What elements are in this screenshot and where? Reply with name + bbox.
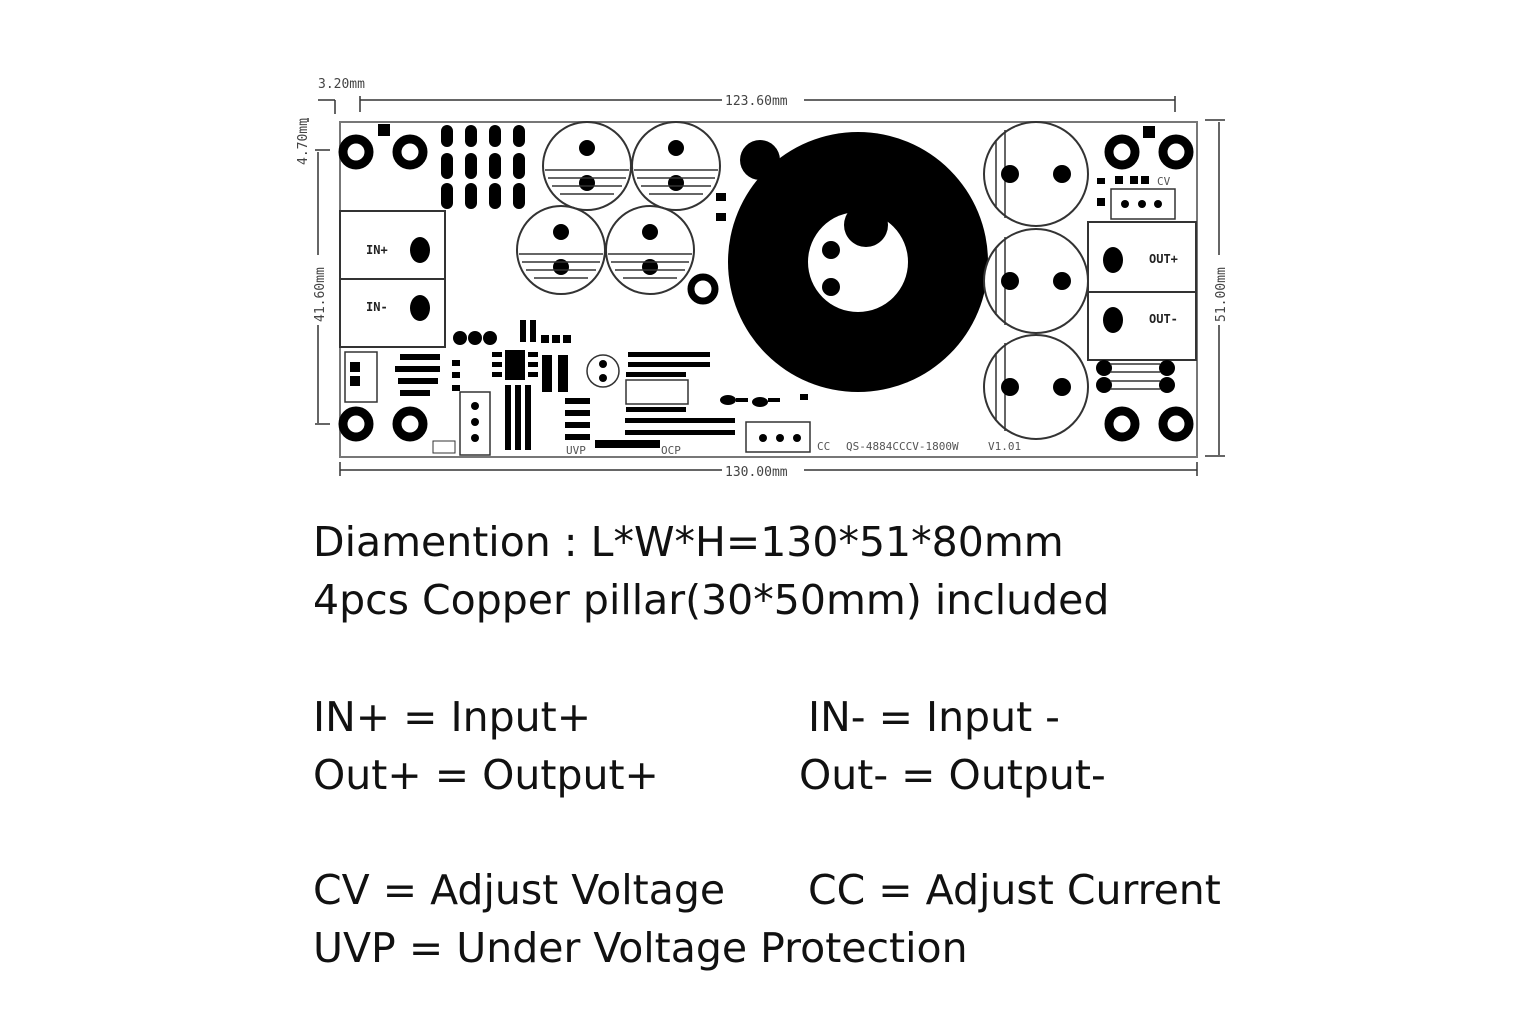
input-terminal xyxy=(339,210,446,348)
pcb-layout-diagram: 3.20mm 123.60mm 130.00mm 4.70mm 41.60mm … xyxy=(296,77,1229,480)
output-capacitors xyxy=(983,121,1089,440)
dim-top-offset: 3.20mm xyxy=(318,77,365,92)
label-cv: CV xyxy=(1157,175,1171,188)
control-circuitry xyxy=(344,320,808,450)
input-capacitors xyxy=(516,121,721,295)
dim-total-width: 51.00mm xyxy=(1214,267,1229,322)
label-out-plus: OUT+ xyxy=(1149,252,1178,266)
out-minus-legend: Out- = Output- xyxy=(799,751,1106,799)
uvp-potentiometer xyxy=(459,391,491,456)
label-in-plus: IN+ xyxy=(366,243,388,257)
cv-potentiometer xyxy=(1097,176,1176,220)
label-cc: CC xyxy=(817,440,830,453)
cc-legend: CC = Adjust Current xyxy=(808,866,1221,914)
output-terminal xyxy=(1087,221,1197,361)
resistor-bank xyxy=(441,125,525,209)
accessories-text: 4pcs Copper pillar(30*50mm) included xyxy=(313,576,1110,624)
mounting-holes xyxy=(338,134,1194,442)
label-ocp: OCP xyxy=(661,444,681,457)
label-uvp: UVP xyxy=(566,444,586,457)
label-version: V1.01 xyxy=(988,440,1021,453)
label-in-minus: IN- xyxy=(366,300,388,314)
uvp-legend: UVP = Under Voltage Protection xyxy=(313,924,968,972)
cv-legend: CV = Adjust Voltage xyxy=(313,866,726,914)
dim-hole-span: 123.60mm xyxy=(725,94,788,109)
label-model: QS-4884CCCV-1800W xyxy=(846,440,959,453)
in-plus-legend: IN+ = Input+ xyxy=(313,693,592,741)
dim-total-length: 130.00mm xyxy=(725,465,788,480)
out-plus-legend: Out+ = Output+ xyxy=(313,751,659,799)
cc-potentiometer xyxy=(745,421,811,453)
dimension-text: Diamention : L*W*H=130*51*80mm xyxy=(313,518,1064,566)
dim-left-hole-span: 41.60mm xyxy=(313,267,328,322)
dim-left-offset: 4.70mm xyxy=(296,118,311,165)
in-minus-legend: IN- = Input - xyxy=(808,693,1060,741)
toroid-inductor xyxy=(728,132,988,392)
label-out-minus: OUT- xyxy=(1149,312,1178,326)
